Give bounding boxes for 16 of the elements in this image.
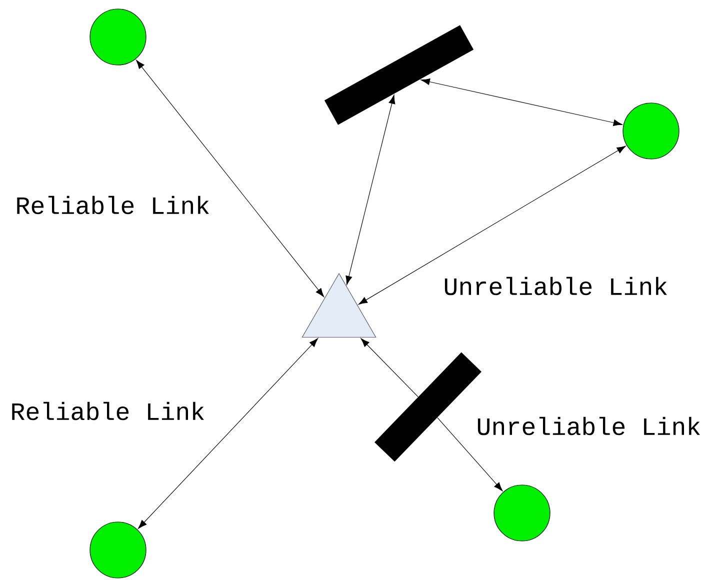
link-label: Reliable Link xyxy=(17,196,209,214)
arrow xyxy=(138,338,318,529)
circle-node xyxy=(494,484,550,542)
arrow xyxy=(360,338,418,398)
circle-node xyxy=(90,522,146,578)
link-label: Reliable Link xyxy=(12,402,204,420)
arrow xyxy=(346,94,396,285)
link-label: Unreliable Link xyxy=(478,416,700,436)
link-label: Unreliable Link xyxy=(444,276,667,296)
arrow xyxy=(358,146,626,305)
arrow xyxy=(437,417,503,492)
arrow xyxy=(420,78,622,126)
arrow xyxy=(136,60,324,298)
circle-node xyxy=(622,102,680,160)
circle-node xyxy=(90,8,146,66)
bar-node xyxy=(324,25,474,125)
